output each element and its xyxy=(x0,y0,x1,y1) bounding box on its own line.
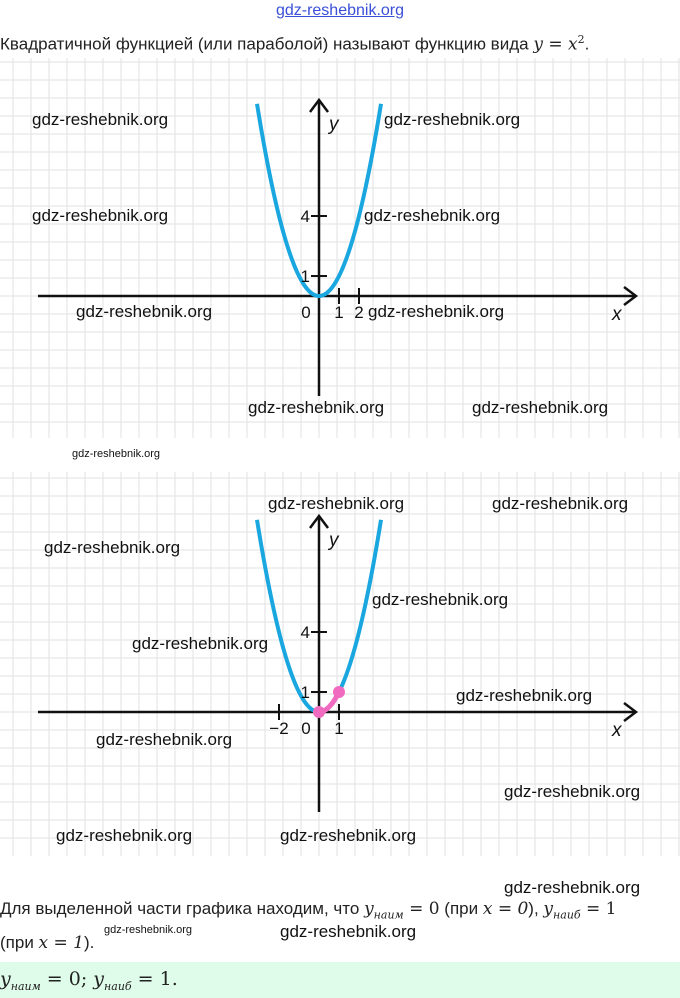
x-axis-label: x xyxy=(611,304,623,325)
y-axis-label: y xyxy=(327,114,340,135)
conclusion-line-1: Для выделенной части графика находим, чт… xyxy=(0,899,617,921)
math: x = 0 xyxy=(482,899,529,919)
math: = 1. xyxy=(131,968,178,990)
watermark: gdz-reshebnik.org xyxy=(492,494,629,513)
math: y xyxy=(543,899,554,919)
watermark: gdz-reshebnik.org xyxy=(504,878,641,897)
y-axis-arrow-icon xyxy=(309,97,329,113)
watermark: gdz-reshebnik.org xyxy=(268,494,405,513)
watermark: gdz-reshebnik.org xyxy=(96,730,233,749)
origin-label: 0 xyxy=(301,303,310,322)
intro-text: Квадратичной функцией (или параболой) на… xyxy=(0,33,589,55)
y-tick-label: 4 xyxy=(301,207,310,226)
origin-label: 0 xyxy=(301,719,310,738)
parabola-curve xyxy=(255,103,383,299)
x-tick-label: 1 xyxy=(334,719,343,738)
watermark: gdz-reshebnik.org xyxy=(472,398,609,417)
watermark: gdz-reshebnik.org xyxy=(72,448,161,460)
math: = 1 xyxy=(580,899,617,919)
intro-label: Квадратичной функцией (или параболой) на… xyxy=(0,34,534,54)
watermark: gdz-reshebnik.org xyxy=(280,922,417,941)
x-tick-label: 2 xyxy=(354,303,363,322)
answer-box: yнаим = 0; yнаиб = 1. xyxy=(0,962,680,998)
x-tick-label: −2 xyxy=(269,719,288,738)
x-axis-arrow-icon xyxy=(623,702,639,722)
watermark: gdz-reshebnik.org xyxy=(384,110,521,129)
x-axis-arrow-icon xyxy=(623,286,639,306)
watermark: gdz-reshebnik.org xyxy=(44,538,181,557)
conclusion-line-2: (при x = 1). xyxy=(0,933,94,953)
watermark: gdz-reshebnik.org xyxy=(32,206,169,225)
text: ), xyxy=(528,899,544,918)
watermark: gdz-reshebnik.org xyxy=(504,782,641,801)
y-tick-label: 4 xyxy=(301,623,310,642)
watermark: gdz-reshebnik.org xyxy=(132,634,269,653)
watermark: gdz-reshebnik.org xyxy=(372,590,509,609)
x-axis-label: x xyxy=(611,720,623,741)
text: Для выделенной части графика находим, чт… xyxy=(0,899,365,918)
formula-exponent: 2 xyxy=(577,33,585,46)
math: наим xyxy=(10,979,41,993)
answer-text: yнаим = 0; yнаиб = 1. xyxy=(0,968,178,993)
intro-end: . xyxy=(584,34,590,54)
parabola-graph-2: −2 1 1 4 0 x y xyxy=(0,472,680,856)
watermark: gdz-reshebnik.org xyxy=(56,826,193,845)
watermark: gdz-reshebnik.org xyxy=(248,398,385,417)
math: = 0 xyxy=(403,899,440,919)
watermark: gdz-reshebnik.org xyxy=(104,924,193,936)
watermark: gdz-reshebnik.org xyxy=(32,110,169,129)
y-axis-label: y xyxy=(327,530,340,551)
text: (при xyxy=(0,933,39,952)
formula: y = x xyxy=(533,34,578,55)
math: x = 1 xyxy=(38,933,85,953)
x-tick-label: 1 xyxy=(334,303,343,322)
endpoint-marker xyxy=(313,706,325,718)
math: = 0; xyxy=(40,968,94,990)
watermark: gdz-reshebnik.org xyxy=(368,302,505,321)
watermark: gdz-reshebnik.org xyxy=(456,686,593,705)
math: наиб xyxy=(104,979,132,993)
watermark-link[interactable]: gdz-reshebnik.org xyxy=(275,2,405,19)
y-tick-label: 1 xyxy=(301,267,310,286)
math: наиб xyxy=(553,908,581,922)
endpoint-marker xyxy=(333,686,345,698)
y-tick-label: 1 xyxy=(301,683,310,702)
watermark: gdz-reshebnik.org xyxy=(364,206,501,225)
math: наим xyxy=(373,908,404,922)
math: y xyxy=(364,899,374,919)
math: y xyxy=(93,968,105,990)
text: (при xyxy=(439,899,483,918)
watermark: gdz-reshebnik.org xyxy=(76,302,213,321)
math: y xyxy=(0,968,11,990)
text: ). xyxy=(84,933,95,952)
y-axis-arrow-icon xyxy=(309,513,329,529)
watermark: gdz-reshebnik.org xyxy=(280,826,417,845)
